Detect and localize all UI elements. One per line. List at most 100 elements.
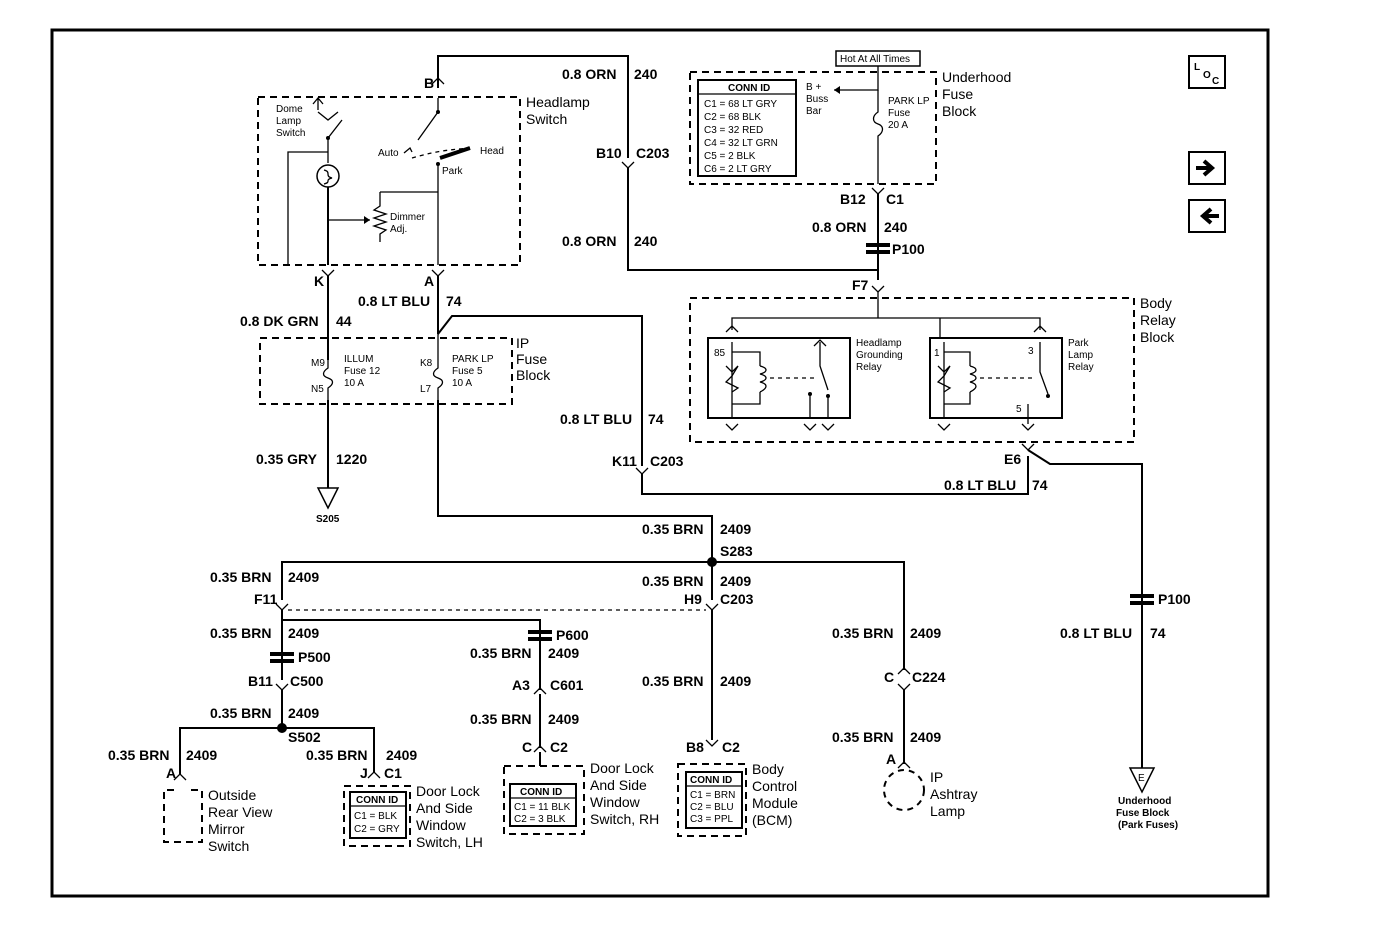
underhood-conn-title: CONN ID bbox=[728, 83, 770, 94]
prev-page-button[interactable] bbox=[1188, 199, 1226, 233]
wire-color: 0.35 BRN bbox=[210, 705, 271, 721]
next-page-button[interactable] bbox=[1188, 151, 1226, 185]
illum-fuse-label: ILLUM bbox=[344, 354, 373, 365]
hot-at-all-times-label: Hot At All Times bbox=[840, 54, 910, 65]
park-fuse-label: PARK LP bbox=[888, 96, 930, 107]
door-lock-rh-title: Switch, RH bbox=[590, 811, 659, 827]
circuit-number: 2409 bbox=[720, 521, 751, 537]
park-fuse-label: 20 A bbox=[888, 120, 908, 131]
bcm-title: (BCM) bbox=[752, 812, 792, 828]
pin-c: C bbox=[884, 669, 894, 685]
pin-b12: B12 bbox=[840, 191, 866, 207]
wire-color: 0.8 ORN bbox=[812, 219, 866, 235]
wire-color: 0.35 BRN bbox=[108, 747, 169, 763]
ashtray-lamp-title: Ashtray bbox=[930, 786, 977, 802]
pin-e: E bbox=[1138, 773, 1145, 784]
circuit-number: 74 bbox=[648, 411, 664, 427]
underhood-fuse-block-title: Block bbox=[942, 103, 977, 119]
ip-fuse-block: IP Fuse Block M9 N5 ILLUM Fuse 12 10 A K… bbox=[259, 334, 551, 405]
park-lamp-relay-label: Park bbox=[1068, 338, 1090, 349]
pin-m9: M9 bbox=[311, 358, 325, 369]
circuit-number: 2409 bbox=[720, 673, 751, 689]
wire-color: 0.35 BRN bbox=[470, 711, 531, 727]
headlamp-switch-title: Switch bbox=[526, 111, 567, 127]
wire-color: 0.35 GRY bbox=[256, 451, 318, 467]
wire-color: 0.35 BRN bbox=[210, 569, 271, 585]
door-lock-switch-lh: CONN ID C1 = BLK C2 = GRY Door Lock And … bbox=[343, 783, 483, 850]
pin-a: A bbox=[886, 751, 896, 767]
bcm-title: Module bbox=[752, 795, 798, 811]
underhood-conn-row: C6 = 2 LT GRY bbox=[704, 164, 772, 175]
dimmer-adj-label: Dimmer bbox=[390, 212, 426, 223]
wire-color: 0.35 BRN bbox=[642, 573, 703, 589]
pin-c203: C203 bbox=[636, 145, 670, 161]
pin-p100: P100 bbox=[1158, 591, 1191, 607]
ip-ashtray-lamp: IP Ashtray Lamp bbox=[883, 769, 977, 819]
splice-pack-p100 bbox=[866, 243, 890, 254]
arrow-right-icon bbox=[1196, 159, 1216, 177]
ground-s205: S205 bbox=[316, 487, 340, 525]
pin-a3: A3 bbox=[512, 677, 530, 693]
pin-h9: H9 bbox=[684, 591, 702, 607]
rh-conn-title: CONN ID bbox=[520, 787, 562, 798]
circuit-number: 1220 bbox=[336, 451, 367, 467]
wire-color: 0.8 LT BLU bbox=[560, 411, 632, 427]
switch-position-park: Park bbox=[442, 166, 464, 177]
underhood-fuse-block: Hot At All Times CONN ID C1 = 68 LT GRY … bbox=[689, 50, 1011, 185]
circuit-number: 74 bbox=[1032, 477, 1048, 493]
bcm-conn-row: C3 = PPL bbox=[690, 814, 734, 825]
body-relay-block-title: Body bbox=[1140, 295, 1172, 311]
rh-conn-row: C2 = 3 BLK bbox=[514, 814, 566, 825]
circuit-number: 240 bbox=[634, 66, 658, 82]
pin-c1: C1 bbox=[384, 765, 402, 781]
loc-button[interactable]: L O C bbox=[1188, 55, 1226, 89]
wire-color: 0.8 ORN bbox=[562, 233, 616, 249]
door-lock-rh-title: Window bbox=[590, 794, 641, 810]
pin-b: B bbox=[424, 75, 434, 91]
circuit-number: 2409 bbox=[386, 747, 417, 763]
park-lamp-relay-label: Lamp bbox=[1068, 350, 1093, 361]
door-lock-rh-title: And Side bbox=[590, 777, 647, 793]
pin-s205: S205 bbox=[316, 514, 340, 525]
circuit-number: 2409 bbox=[186, 747, 217, 763]
dome-lamp-switch-label: Lamp bbox=[276, 116, 301, 127]
headlamp-switch: Headlamp Switch Dome Lamp Switch Dimmer … bbox=[257, 94, 590, 266]
switch-position-auto: Auto bbox=[378, 148, 399, 159]
dome-lamp-switch-label: Switch bbox=[276, 128, 305, 139]
pin-5: 5 bbox=[1016, 404, 1022, 415]
circuit-number: 240 bbox=[884, 219, 908, 235]
pin-k11: K11 bbox=[612, 453, 637, 469]
ip-fuse-block-title: IP bbox=[516, 335, 529, 351]
dome-lamp-switch-label: Dome bbox=[276, 104, 303, 115]
pin-b10: B10 bbox=[596, 145, 622, 161]
door-lock-lh-title: And Side bbox=[416, 800, 473, 816]
splice-pack-p100 bbox=[1130, 594, 1154, 605]
bcm-conn-row: C2 = BLU bbox=[690, 802, 734, 813]
bcm-conn-row: C1 = BRN bbox=[690, 790, 735, 801]
wire-color: 0.35 BRN bbox=[470, 645, 531, 661]
bplus-label: Buss bbox=[806, 94, 828, 105]
door-lock-switch-rh: CONN ID C1 = 11 BLK C2 = 3 BLK Door Lock… bbox=[503, 760, 659, 835]
diagram-border bbox=[50, 28, 1270, 898]
circuit-number: 2409 bbox=[910, 625, 941, 641]
splice-pack-p500 bbox=[270, 652, 294, 663]
ip-fuse-block-title: Block bbox=[516, 367, 551, 383]
pin-b8: B8 bbox=[686, 739, 704, 755]
pin-n5: N5 bbox=[311, 384, 324, 395]
arrow-left-icon bbox=[1199, 207, 1219, 225]
pin-a: A bbox=[424, 273, 434, 289]
park-lamp-relay-label: Relay bbox=[1068, 362, 1094, 373]
parklp-fuse-label: 10 A bbox=[452, 378, 472, 389]
circuit-number: 74 bbox=[1150, 625, 1166, 641]
pin-e6: E6 bbox=[1004, 451, 1021, 467]
body-relay-block-title: Block bbox=[1140, 329, 1175, 345]
underhood-conn-row: C3 = 32 RED bbox=[704, 125, 763, 136]
circuit-number: 240 bbox=[634, 233, 658, 249]
circuit-number: 2409 bbox=[910, 729, 941, 745]
bcm-conn-title: CONN ID bbox=[690, 775, 732, 786]
pin-c2: C2 bbox=[550, 739, 568, 755]
lh-conn-row: C1 = BLK bbox=[354, 811, 397, 822]
underhood-conn-row: C4 = 32 LT GRN bbox=[704, 138, 778, 149]
illum-fuse-label: 10 A bbox=[344, 378, 364, 389]
